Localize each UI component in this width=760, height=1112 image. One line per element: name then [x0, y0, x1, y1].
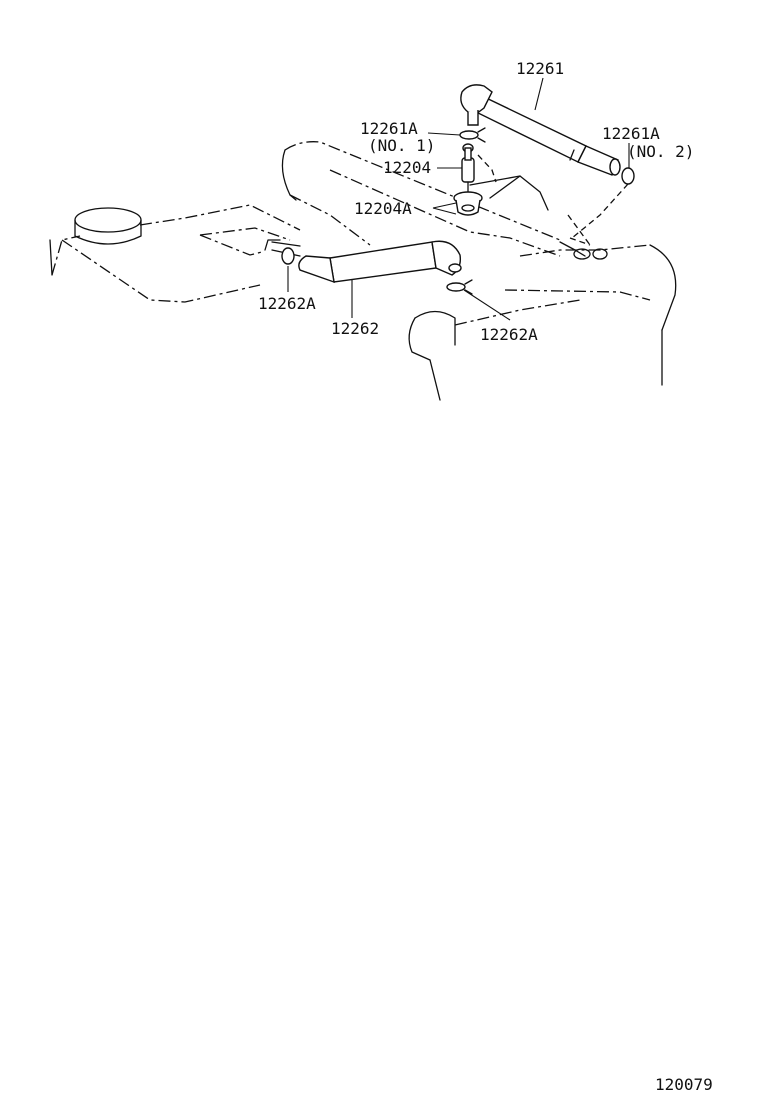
- label-12204: 12204: [383, 158, 431, 177]
- label-no1: (NO. 1): [368, 136, 435, 155]
- label-12262: 12262: [331, 319, 379, 338]
- clamp-12262a-left: [281, 247, 295, 265]
- grommet-12204a: [453, 191, 483, 216]
- engine-outline: [49, 141, 677, 401]
- label-12261a-no1: 12261A: [360, 119, 418, 138]
- label-no2: (NO. 2): [627, 142, 694, 161]
- label-12262a-left: 12262A: [258, 294, 316, 313]
- clamp-12261a-no1: [459, 127, 486, 143]
- hose-12261: [460, 84, 621, 176]
- label-12261a-no2: 12261A: [602, 124, 660, 143]
- clamp-12262a-right: [446, 279, 473, 295]
- figure-number: 120079: [655, 1075, 713, 1094]
- label-12262a-right: 12262A: [480, 325, 538, 344]
- label-12261: 12261: [516, 59, 564, 78]
- clamp-12261a-no2: [567, 167, 635, 246]
- pcv-valve-12204: [461, 143, 497, 193]
- hose-12262: [264, 239, 462, 284]
- label-12204a: 12204A: [354, 199, 412, 218]
- leader-lines: [287, 77, 630, 321]
